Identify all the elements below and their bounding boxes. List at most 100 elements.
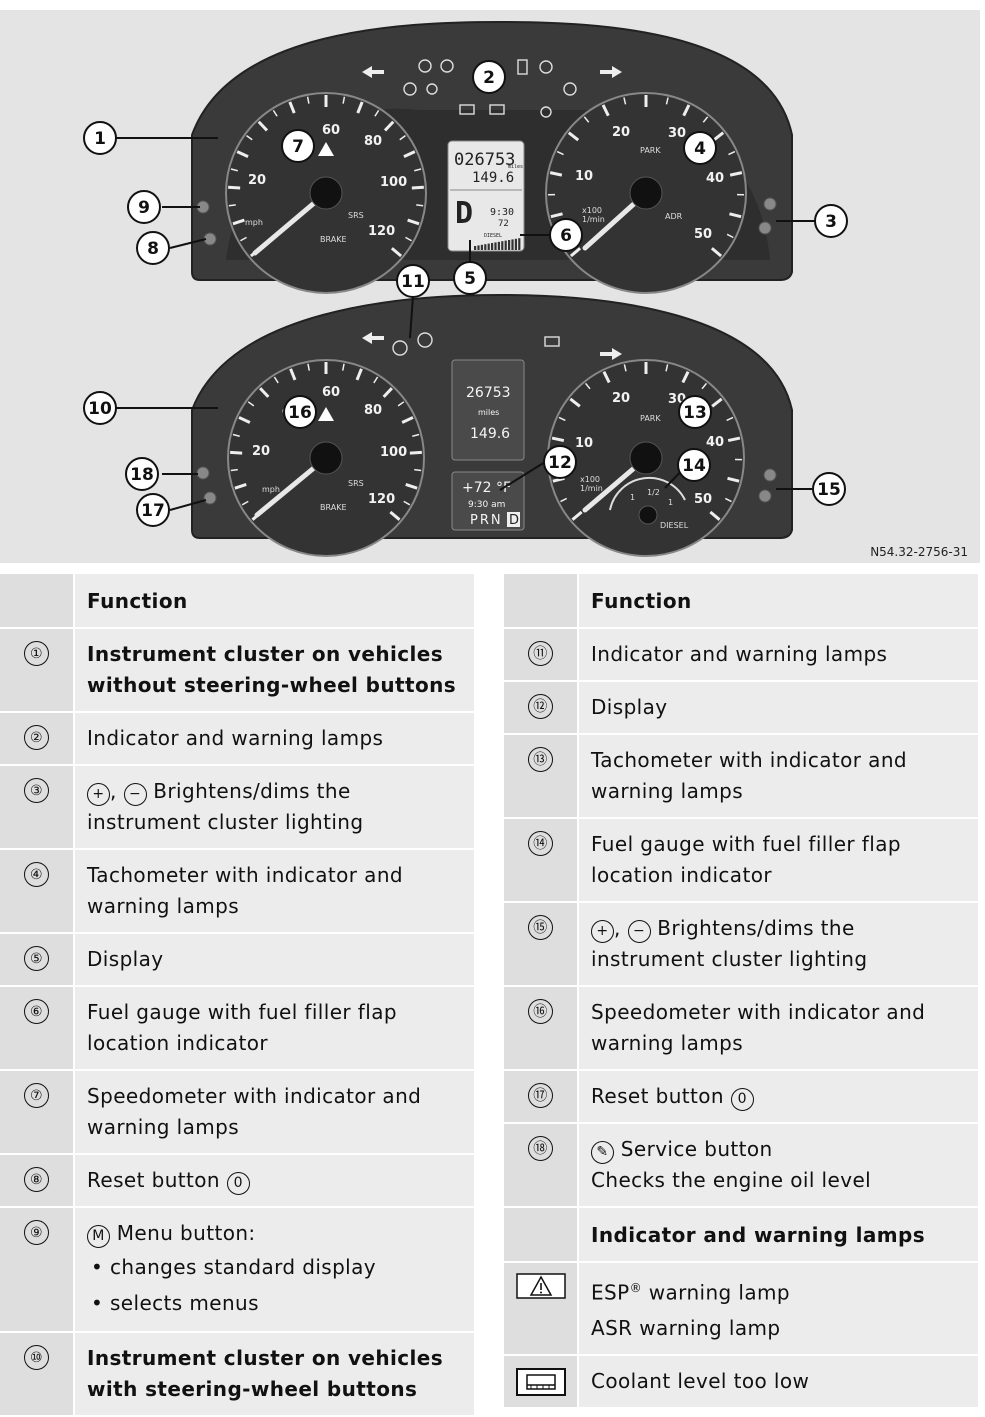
tacho-scale-20: 20 (612, 125, 630, 140)
fuel-label-b: DIESEL (660, 521, 689, 530)
lcd-trip: 149.6 (472, 170, 514, 186)
srs-label: SRS (348, 211, 364, 220)
table-row: Coolant level too low (504, 1356, 978, 1409)
fuel-level-bar (505, 241, 507, 250)
fuel-level-bar (477, 245, 479, 250)
tacho-unit-top: x100 (582, 206, 602, 215)
cell-text: Menu button: (117, 1221, 256, 1245)
tacho-scale-40: 40 (706, 171, 724, 186)
cell-text: ⑭ (528, 831, 553, 856)
table-row: ⑪ Indicator and warning lamps (504, 629, 978, 682)
callout-number: 2 (483, 68, 495, 88)
cell-text: Speedometer with indicator and (87, 1081, 462, 1112)
cell-text: ② (24, 725, 49, 750)
tacho-b-unit-bottom: 1/min (580, 484, 603, 493)
callout-number: 5 (464, 269, 476, 289)
cell-text: ③ (24, 778, 49, 803)
fuel-level-bar (494, 242, 496, 250)
lcd-fuel-label: DIESEL (484, 233, 502, 239)
speedo-b-120: 120 (368, 492, 395, 507)
cell-text: Checks the engine oil level (591, 1165, 966, 1196)
fuel-scale-half: 1/2 (647, 488, 660, 497)
srs-label-b: SRS (348, 479, 364, 488)
reset-button-bottom[interactable] (204, 492, 216, 504)
instrument-cluster-figure: 20 40 60 80 100 120 mph SRS BRAKE 10 20 … (0, 10, 980, 563)
cell-text: Instrument cluster on vehicles (87, 1343, 462, 1374)
dial-tick (410, 452, 422, 453)
dial-tick (230, 452, 242, 453)
table-row: ② Indicator and warning lamps (0, 713, 474, 766)
fuel-level-bar (518, 238, 520, 250)
callout-number: 4 (694, 139, 706, 159)
brighten-button-bottom[interactable] (764, 469, 776, 481)
callout-badge: ① (24, 641, 49, 666)
speedo-scale-80: 80 (364, 134, 382, 149)
fuel-level-bar (474, 246, 476, 250)
cell-text: ⑫ (528, 694, 553, 719)
dim-button-top[interactable] (759, 222, 771, 234)
cell-text: Brightens/dims the (657, 916, 854, 940)
dial-tick (228, 187, 240, 188)
cell-text: Indicator and warning lamps (87, 723, 462, 754)
table-header: Function (577, 574, 978, 627)
cell-text: ⑱ (528, 1136, 553, 1161)
cell-text: ⑪ (528, 641, 553, 666)
speedo-scale-100: 100 (380, 175, 407, 190)
speedo-b-60: 60 (322, 385, 340, 400)
dial-tick (229, 205, 236, 206)
fuel-level-bar (491, 243, 493, 250)
cell-text: , (614, 916, 621, 940)
callout-number: 6 (560, 226, 572, 246)
callout-number: 8 (147, 239, 159, 259)
cell-text: Fuel gauge with fuel filler flap (87, 997, 462, 1028)
cell-text: Tachometer with indicator and (591, 745, 966, 776)
tacho-scale-50: 50 (694, 227, 712, 242)
cell-text: Speedometer with indicator and (591, 997, 966, 1028)
callout-number: 10 (88, 399, 112, 419)
callout-number: 17 (141, 501, 165, 521)
dim-button-bottom[interactable] (759, 490, 771, 502)
fuel-level-bar (498, 242, 500, 250)
cell-text: Coolant level too low (591, 1366, 966, 1397)
tacho-b-50: 50 (694, 492, 712, 507)
dial-tick (412, 187, 424, 188)
brighten-button-top[interactable] (764, 198, 776, 210)
tacho-scale-30: 30 (668, 126, 686, 141)
figure-code: N54.32-2756-31 (870, 545, 968, 559)
table-row: ⑨ M Menu button: • changes standard disp… (0, 1208, 474, 1333)
dial-tick (414, 470, 421, 471)
display-time: 9:30 am (468, 500, 505, 510)
menu-button-symbol: M (87, 1225, 110, 1248)
callout-number: 15 (817, 480, 841, 500)
speedo-scale-60: 60 (322, 123, 340, 138)
lcd-time: 9:30 (490, 207, 514, 218)
speedo-b-80: 80 (364, 403, 382, 418)
display-trip: 149.6 (470, 426, 510, 442)
fuel-scale-empty: 1 (630, 493, 635, 502)
speedo-b-20: 20 (252, 444, 270, 459)
cell-text: Instrument cluster on vehicles (87, 639, 462, 670)
coolant-level-icon (516, 1368, 566, 1396)
service-button[interactable] (197, 467, 209, 479)
table-row: ⑧ Reset button 0 (0, 1155, 474, 1208)
cell-text: warning lamps (591, 1028, 966, 1059)
fuel-level-bar (481, 245, 483, 250)
callout-number: 12 (548, 453, 572, 473)
cell-text: ⑰ (528, 1083, 553, 1108)
table-row: ⑰ Reset button 0 (504, 1071, 978, 1124)
cell-text: Tachometer with indicator and (87, 860, 462, 891)
tacho-b-40: 40 (706, 435, 724, 450)
fuel-level-bar (501, 241, 503, 250)
adr-label: ADR (665, 212, 683, 221)
park-label: PARK (640, 146, 661, 155)
cell-text: ⑧ (24, 1167, 49, 1192)
callout-number: 1 (94, 129, 106, 149)
dial-tick (416, 205, 423, 206)
